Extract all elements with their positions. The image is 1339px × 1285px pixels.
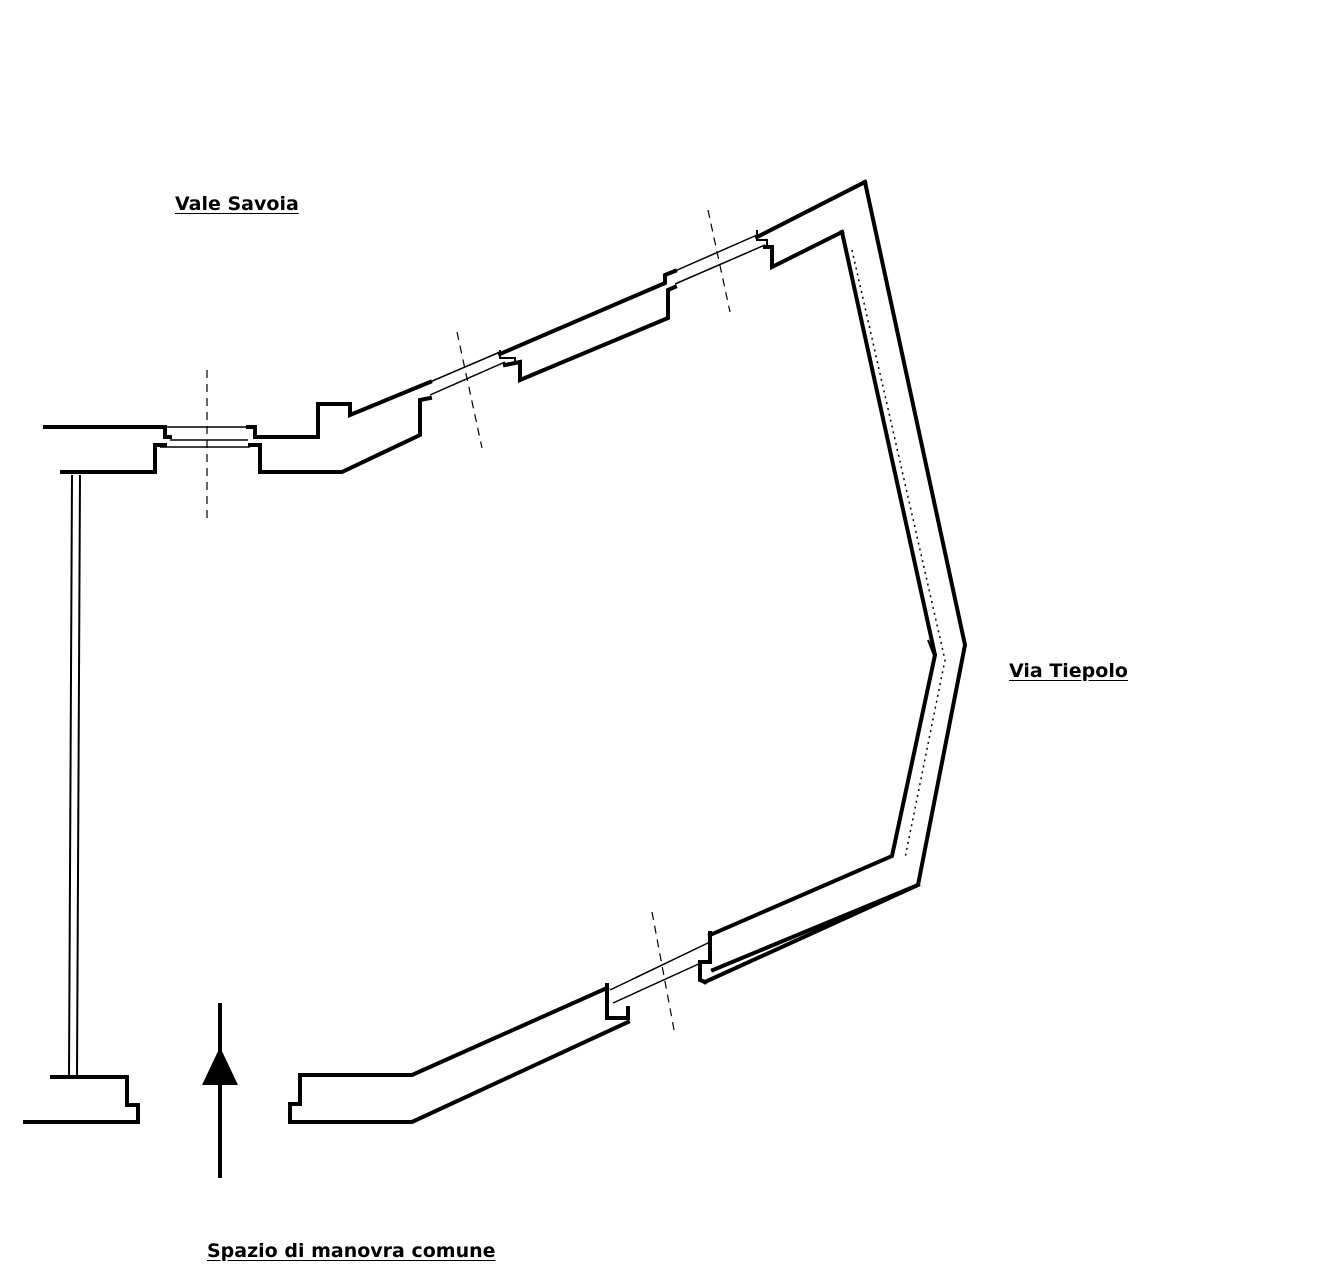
north-wall [43,179,868,474]
window-north-3 [674,209,768,313]
south-area-label: Spazio di manovra comune [207,1240,496,1262]
south-wall [288,882,921,1124]
window-north-2 [429,331,516,449]
window-north-1 [160,370,250,518]
east-wall [707,179,968,973]
east-street-label: Via Tiepolo [1009,660,1128,682]
west-wall [23,474,140,1124]
north-street-label: Vale Savoia [175,193,299,215]
arrow-up-icon [202,1003,238,1178]
window-south [609,911,711,1036]
